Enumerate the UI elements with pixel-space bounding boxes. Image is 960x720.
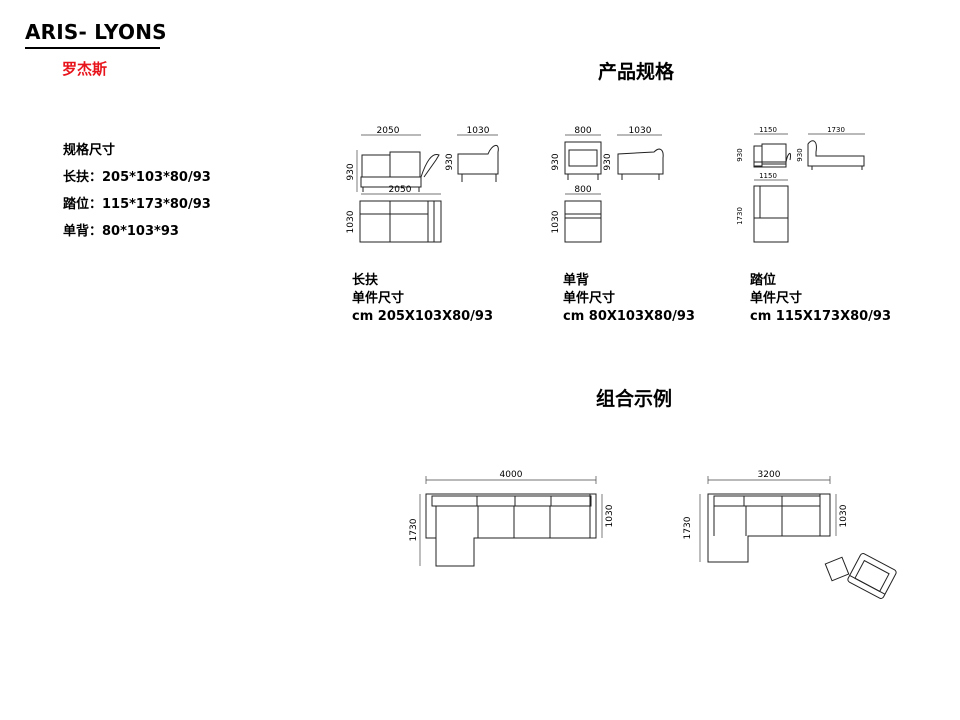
combo-drawing-1: 4000 1730 1030 — [409, 470, 615, 567]
combo-2-right-depth: 1030 — [839, 504, 849, 527]
combo-1-width: 4000 — [500, 470, 523, 480]
combo-1-right-depth: 1030 — [605, 504, 615, 527]
brand-underline — [25, 47, 160, 49]
product-spec-title: 产品规格 — [598, 61, 675, 83]
dim-chaise-top-depth: 1730 — [736, 207, 744, 225]
dim-chaise-height: 930 — [736, 148, 744, 161]
combo-2-left-depth: 1730 — [683, 516, 693, 539]
combo-drawing-2: 3200 1730 1030 — [683, 470, 897, 599]
product-caption-long-arm: 长扶 单件尺寸 cm 205X103X80/93 — [352, 272, 493, 326]
dim-single-back-top-width: 800 — [574, 185, 591, 195]
product-caption-single-back: 单背 单件尺寸 cm 80X103X80/93 — [563, 272, 695, 326]
dim-chaise-side-depth: 1730 — [827, 126, 845, 134]
dim-long-arm-height: 930 — [346, 163, 356, 180]
product-name: 踏位 — [750, 273, 777, 288]
drawing-single-back: 800 930 1030 930 800 1030 — [551, 126, 664, 243]
dim-chaise-front-width: 1150 — [759, 126, 777, 134]
brand-chinese-name: 罗杰斯 — [62, 60, 108, 78]
dim-single-back-top-depth: 1030 — [551, 210, 561, 233]
dim-long-arm-side-depth: 1030 — [467, 126, 490, 136]
product-caption-chaise: 踏位 单件尺寸 cm 115X173X80/93 — [750, 272, 891, 326]
spec-list: 规格尺寸 长扶：205*103*80/93 踏位：115*173*80/93 单… — [63, 137, 211, 245]
product-unit-label: 单件尺寸 — [750, 291, 803, 306]
spec-item-single-back: 单背：80*103*93 — [63, 224, 179, 239]
dim-long-arm-front-width: 2050 — [377, 126, 400, 136]
dim-long-arm-top-width: 2050 — [389, 185, 412, 195]
dim-single-back-front-width: 800 — [574, 126, 591, 136]
brand-title: ARIS- LYONS — [25, 20, 167, 44]
dim-long-arm-side-height: 930 — [445, 153, 455, 170]
product-size: cm 115X173X80/93 — [750, 309, 892, 324]
dim-single-back-height: 930 — [551, 153, 561, 170]
dim-long-arm-top-depth: 1030 — [346, 210, 356, 233]
product-unit-label: 单件尺寸 — [352, 291, 405, 306]
spec-list-title: 规格尺寸 — [63, 143, 116, 158]
dim-single-back-side-height: 930 — [603, 153, 613, 170]
product-name: 单背 — [563, 273, 590, 288]
combo-1-left-depth: 1730 — [409, 518, 419, 541]
product-size: cm 205X103X80/93 — [352, 309, 494, 324]
dim-chaise-top-width: 1150 — [759, 172, 777, 180]
drawing-long-arm: 2050 930 1030 930 2050 1030 — [346, 126, 499, 243]
spec-item-long-arm: 长扶：205*103*80/93 — [63, 170, 211, 185]
combo-2-width: 3200 — [758, 470, 781, 480]
dim-chaise-side-height: 930 — [796, 148, 804, 161]
spec-item-chaise: 踏位：115*173*80/93 — [63, 197, 211, 212]
product-name: 长扶 — [352, 273, 379, 288]
combo-example-title: 组合示例 — [596, 388, 673, 410]
drawing-chaise: 1150 930 1730 930 1150 1730 — [736, 126, 865, 243]
product-unit-label: 单件尺寸 — [563, 291, 616, 306]
product-size: cm 80X103X80/93 — [563, 309, 695, 324]
dim-single-back-side-depth: 1030 — [629, 126, 652, 136]
